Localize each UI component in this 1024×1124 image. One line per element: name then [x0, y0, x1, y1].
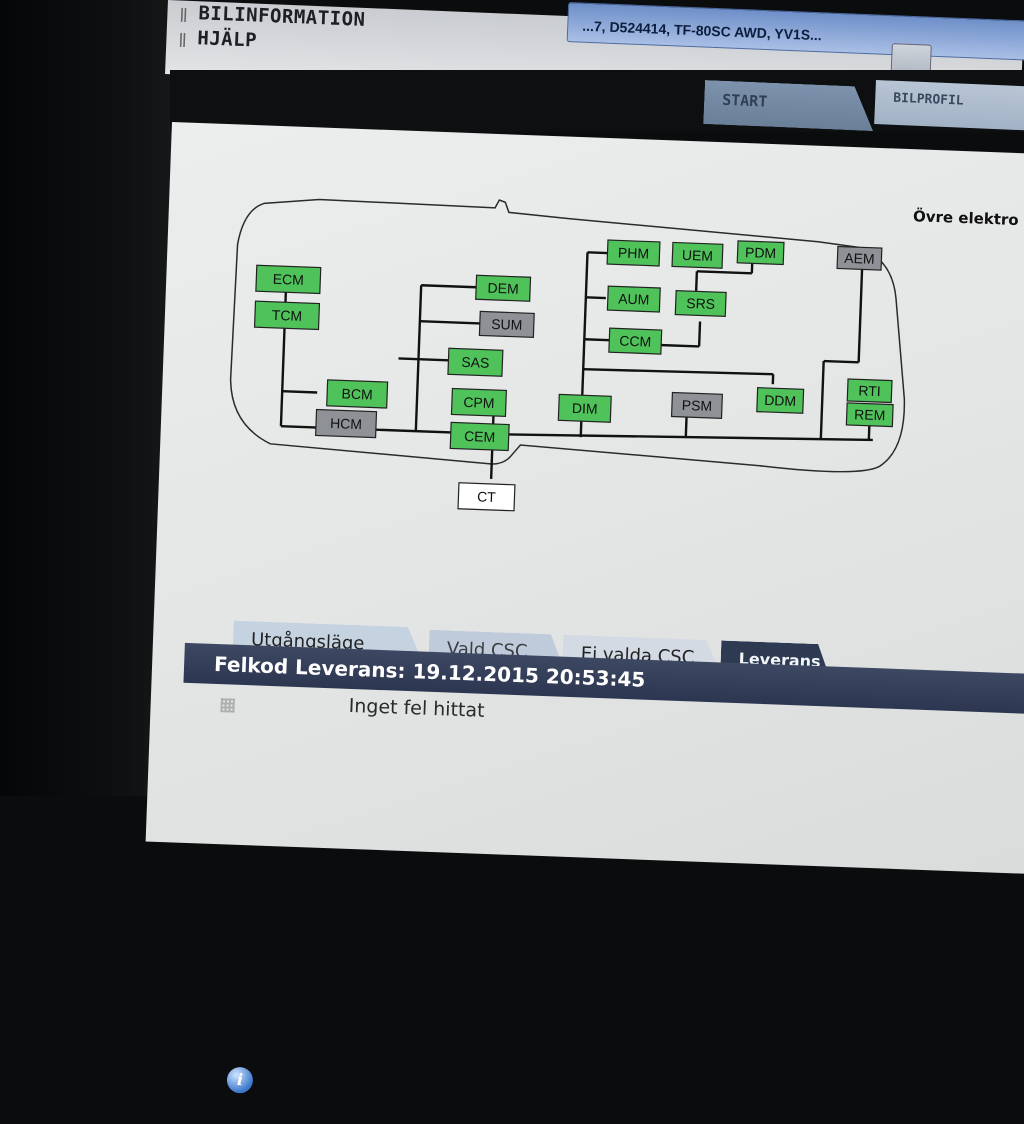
module-label: CT [477, 488, 497, 505]
module-pdm[interactable]: PDM [737, 241, 784, 265]
module-hcm[interactable]: HCM [316, 409, 377, 437]
module-label: CPM [463, 394, 495, 411]
module-label: PSM [682, 397, 713, 414]
module-rti[interactable]: RTI [847, 379, 892, 403]
menu-label: BILINFORMATION [198, 2, 366, 31]
module-ct[interactable]: CT [458, 483, 515, 511]
tab-bilprofil[interactable]: BILPROFIL [874, 80, 1024, 131]
module-label: HCM [330, 415, 362, 432]
module-sum[interactable]: SUM [479, 311, 534, 337]
module-aem[interactable]: AEM [837, 246, 882, 270]
module-label: DDM [764, 392, 796, 409]
module-ccm[interactable]: CCM [609, 328, 662, 354]
module-label: BCM [341, 385, 373, 402]
module-label: ECM [272, 271, 304, 288]
module-label: CEM [464, 428, 496, 445]
fault-result-text: Inget fel hittat [348, 695, 485, 722]
module-bcm[interactable]: BCM [327, 380, 388, 408]
module-label: SUM [491, 316, 523, 333]
module-label: DIM [572, 400, 598, 417]
tab-label: BILPROFIL [893, 91, 964, 109]
module-label: RTI [858, 382, 881, 399]
module-label: AEM [844, 250, 875, 267]
module-label: TCM [272, 307, 303, 324]
menu-item-bilinformation[interactable]: ‖ BILINFORMATION [179, 1, 366, 30]
grip-icon: ‖ [179, 6, 189, 22]
tab-label: START [722, 91, 768, 111]
module-ecm[interactable]: ECM [256, 265, 321, 293]
module-ddm[interactable]: DDM [757, 388, 804, 414]
grid-icon [220, 698, 235, 713]
module-phm[interactable]: PHM [607, 240, 660, 266]
fault-header-title: Felkod Leverans: 19.12.2015 20:53:45 [214, 652, 646, 692]
main-panel: Övre elektro [146, 122, 1024, 874]
tab-start[interactable]: START [703, 80, 875, 131]
module-label: SAS [461, 354, 490, 371]
module-rem[interactable]: REM [846, 403, 893, 427]
menu-item-hjalp[interactable]: ‖ HJÄLP [178, 26, 257, 51]
module-label: UEM [682, 247, 714, 264]
module-label: PDM [745, 244, 777, 261]
module-aum[interactable]: AUM [607, 286, 660, 312]
info-icon[interactable]: i [226, 1067, 253, 1094]
module-uem[interactable]: UEM [672, 242, 723, 268]
module-label: CCM [619, 333, 651, 350]
module-tcm[interactable]: TCM [255, 301, 320, 329]
module-boxes: ECM TCM BCM HCM DEM SUM SAS CPM CEM CT PHM UEM PDM AU… [248, 223, 899, 524]
module-psm[interactable]: PSM [672, 393, 723, 419]
module-label: SRS [686, 295, 715, 312]
grip-icon: ‖ [178, 31, 188, 47]
module-srs[interactable]: SRS [675, 291, 726, 317]
vehicle-info-bar[interactable]: ...7, D524414, TF-80SC AWD, YV1S... [567, 2, 1024, 61]
module-label: DEM [487, 280, 519, 297]
module-cpm[interactable]: CPM [451, 388, 506, 416]
module-label: AUM [618, 290, 650, 307]
vehicle-summary: ...7, D524414, TF-80SC AWD, YV1S... [582, 18, 822, 44]
module-label: REM [854, 406, 886, 423]
monitor-bezel [0, 0, 175, 796]
module-label: PHM [618, 244, 650, 261]
module-dem[interactable]: DEM [476, 275, 531, 301]
menu-label: HJÄLP [197, 27, 258, 51]
module-dim[interactable]: DIM [558, 394, 611, 422]
module-cem[interactable]: CEM [450, 422, 509, 450]
network-diagram: ECM TCM BCM HCM DEM SUM SAS CPM CEM CT PHM UEM PDM AU… [157, 122, 932, 570]
module-sas[interactable]: SAS [448, 348, 503, 376]
bus-wires [279, 236, 879, 493]
